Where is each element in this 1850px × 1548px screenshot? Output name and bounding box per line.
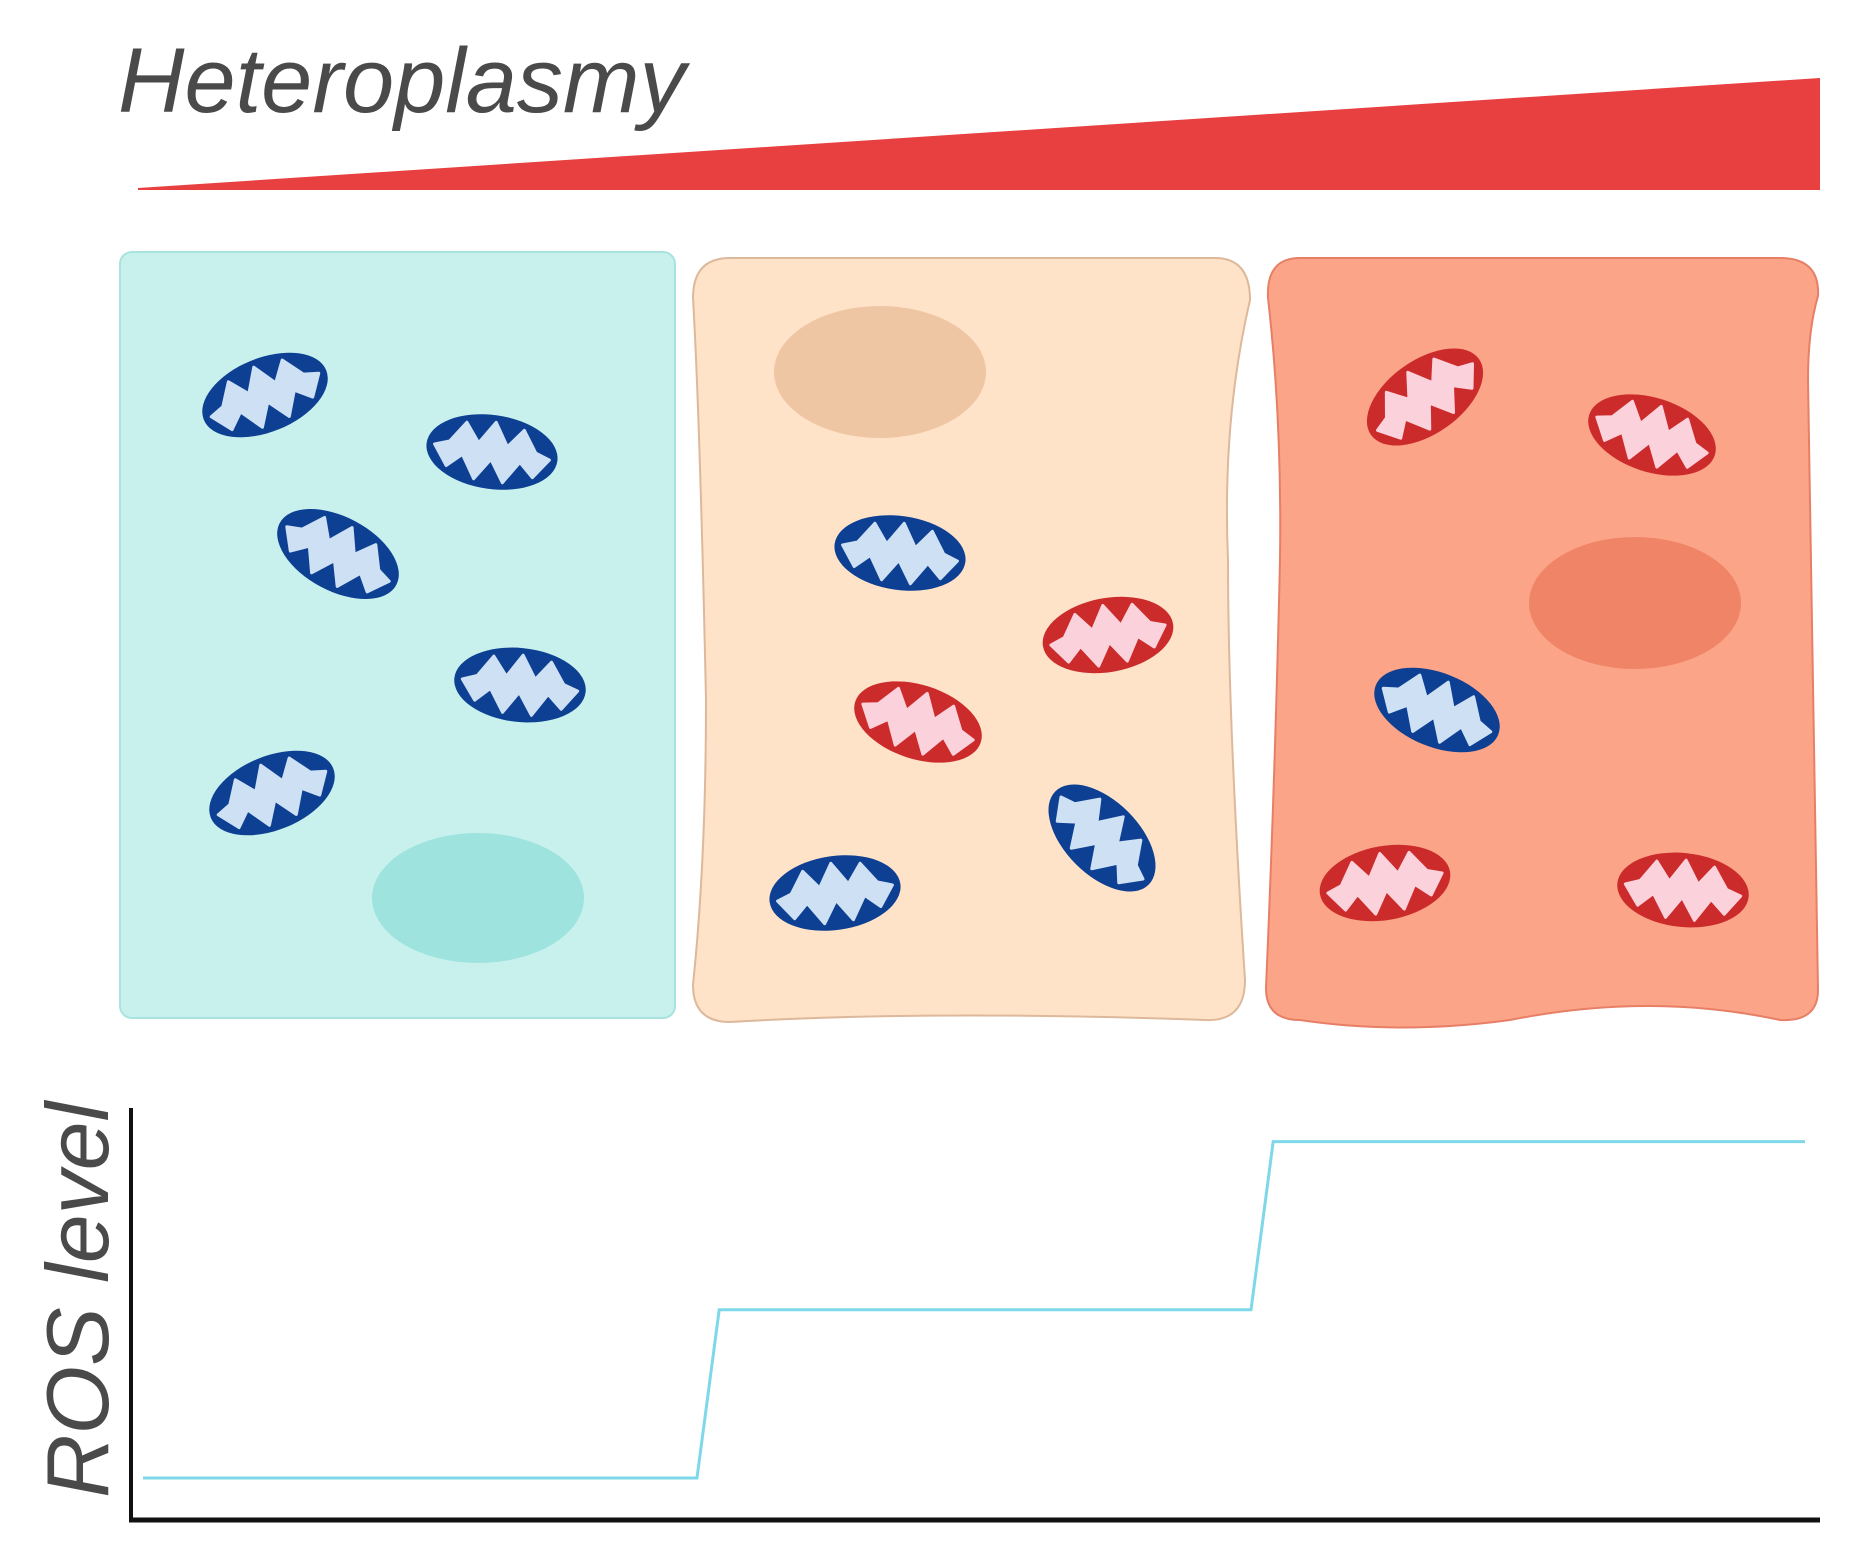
mutant-mitochondrion-icon	[1042, 596, 1174, 674]
ros-level-chart: ROS level	[28, 1099, 1820, 1523]
nucleus	[1529, 537, 1741, 669]
heteroplasmy-title: Heteroplasmy	[118, 30, 691, 132]
ros-level-line	[143, 1140, 1805, 1480]
healthy-mitochondrion-icon	[426, 414, 558, 490]
mutant-mitochondrion-icon	[854, 681, 982, 763]
nucleus	[372, 833, 584, 963]
healthy-mitochondrion-icon	[1374, 667, 1500, 753]
healthy-mitochondrion-icon	[454, 647, 586, 723]
healthy-mitochondrion-icon	[769, 855, 901, 931]
healthy-mitochondrion-icon	[277, 508, 399, 600]
mutant-mitochondrion-icon	[1588, 394, 1716, 476]
mutant-mitochondrion-icon	[1366, 348, 1484, 446]
heteroplasmy-gradient-wedge	[138, 78, 1820, 190]
mid-heteroplasmy-cell	[691, 257, 1252, 1024]
mutant-mitochondrion-icon	[1617, 852, 1749, 928]
healthy-mitochondrion-icon	[834, 515, 966, 591]
healthy-mitochondrion-icon	[1048, 784, 1156, 892]
low-heteroplasmy-cell	[119, 251, 676, 1019]
healthy-mitochondrion-icon	[202, 352, 328, 438]
healthy-mitochondrion-icon	[209, 750, 335, 836]
high-heteroplasmy-cell	[1264, 257, 1820, 1029]
y-axis-label: ROS level	[28, 1099, 127, 1498]
mutant-mitochondrion-icon	[1319, 844, 1451, 922]
nucleus	[774, 306, 986, 438]
